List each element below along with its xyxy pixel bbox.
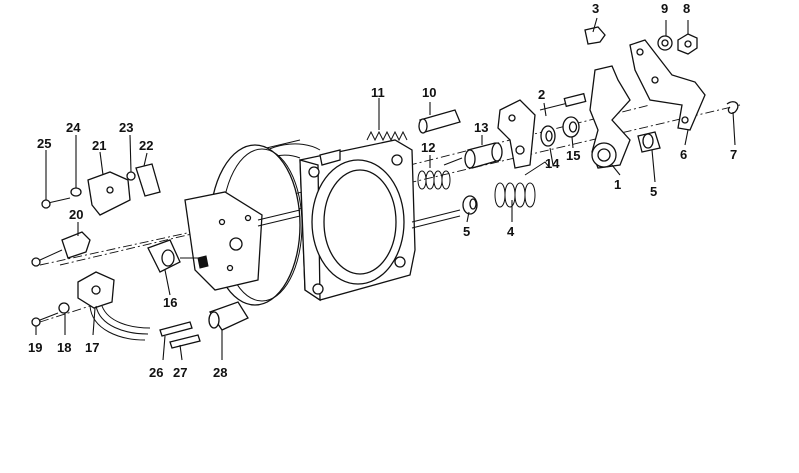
callout-13: 13 [474,120,488,135]
part-28-connector-housing [208,301,249,331]
part-4-coil-spring [494,161,551,208]
part-9-washer [657,35,673,51]
part-20-connector [31,231,91,267]
callout-9: 9 [661,1,668,16]
callout-19: 19 [28,340,42,355]
callout-27: 27 [173,365,187,380]
part-17-potentiometer [77,271,151,341]
callout-labels: 1 2 3 4 5 5 6 7 8 9 10 11 12 13 14 15 16… [28,1,737,380]
callout-12: 12 [421,140,435,155]
part-10-sleeve [418,109,461,134]
part-3-clip [584,26,606,45]
part-21-switch-bracket [87,171,131,216]
callout-3: 3 [592,1,599,16]
part-7-clip [726,101,739,114]
part-6-bracket [629,39,706,131]
part-26-terminal [159,321,193,337]
part-1-throttle-lever [589,65,631,169]
throttle-body-housing [249,139,416,302]
callout-2: 2 [538,87,545,102]
callout-14: 14 [545,156,560,171]
callout-16: 16 [163,295,177,310]
callout-21: 21 [92,138,106,153]
throttle-shaft [257,209,461,229]
part-27-terminal [169,334,201,349]
callout-1: 1 [614,177,621,192]
callout-20: 20 [69,207,83,222]
callout-18: 18 [57,340,71,355]
callout-5-upper: 5 [650,184,657,199]
callout-22: 22 [139,138,153,153]
callout-6: 6 [680,147,687,162]
part-11-spring [366,130,408,142]
callout-5-lower: 5 [463,224,470,239]
switch-mounting-plate [184,191,263,291]
throttle-lever-plate [497,99,536,169]
part-12-coil-spring [417,157,463,190]
callout-23: 23 [119,120,133,135]
part-2-pin [539,92,587,111]
callout-25: 25 [37,136,51,151]
part-8-nut [677,33,698,55]
callout-7: 7 [730,147,737,162]
callout-10: 10 [422,85,436,100]
part-18-washer [58,302,70,314]
part-5-bushing-upper [637,131,661,153]
callout-15: 15 [566,148,580,163]
callout-26: 26 [149,365,163,380]
part-23-washer [126,171,136,181]
part-19-screw [31,312,59,327]
part-5-bushing-lower [462,195,478,215]
callout-11: 11 [371,85,385,100]
callout-17: 17 [85,340,99,355]
callout-8: 8 [683,1,690,16]
part-14-washer [540,125,556,147]
part-16-throttle-switch [147,239,205,273]
callout-28: 28 [213,365,227,380]
callout-leaders [35,17,736,361]
callout-24: 24 [66,120,81,135]
callout-4: 4 [507,224,515,239]
part-24-washer [70,187,82,197]
part-15-nut [562,116,580,138]
part-22-plate [135,163,161,197]
part-13-bushing [464,142,503,169]
